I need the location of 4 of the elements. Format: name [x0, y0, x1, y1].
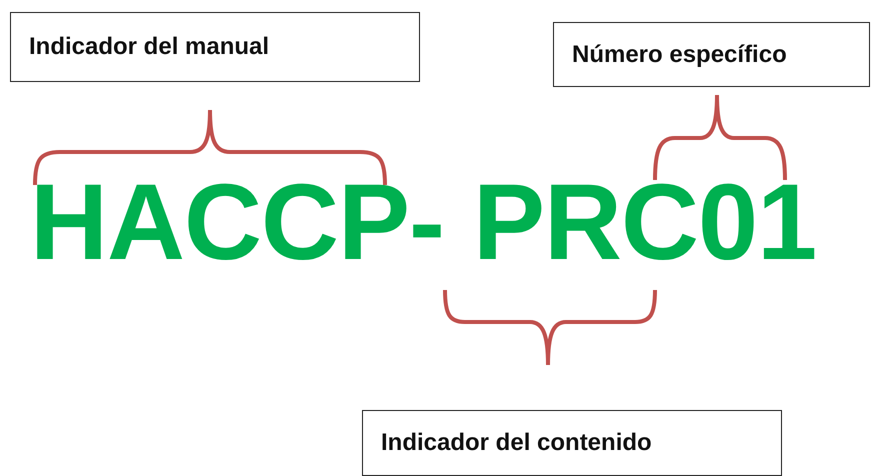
code-text: HACCP- PRC01 [30, 168, 816, 276]
label-box: Indicador del contenido [362, 410, 782, 476]
label-box: Indicador del manual [10, 12, 420, 82]
label-box: Número específico [553, 22, 870, 87]
